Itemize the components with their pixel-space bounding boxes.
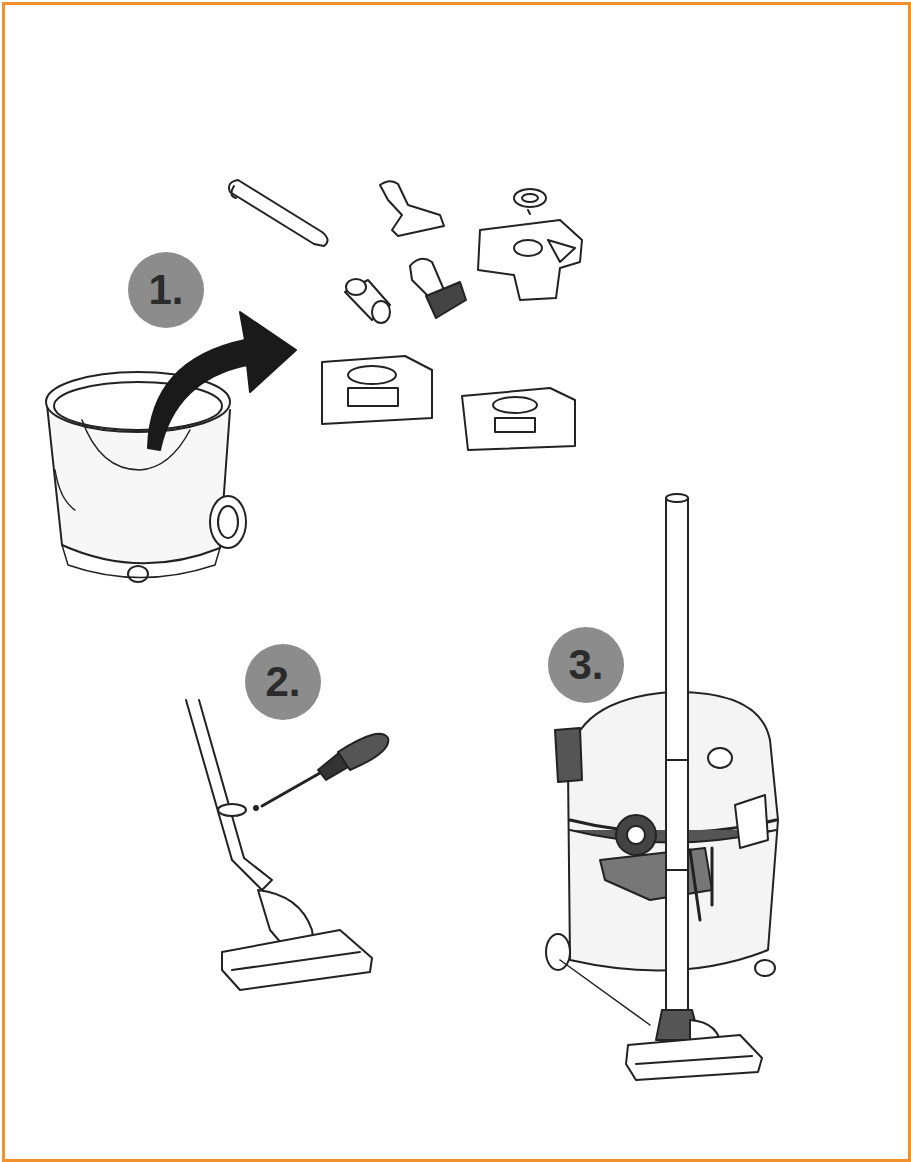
step-circle: 3. (548, 627, 624, 703)
upholstery-nozzle (380, 181, 444, 236)
crevice-tool (229, 180, 328, 246)
tube-and-nozzle (186, 700, 372, 990)
curved-arrow (148, 312, 296, 450)
step-circle: 1. (128, 252, 204, 328)
dust-bag-small (462, 388, 575, 450)
tool-holder (478, 189, 582, 300)
step-number: 1. (148, 269, 183, 311)
step-number: 2. (265, 661, 300, 703)
dust-bag-large (322, 356, 432, 424)
adapter (345, 279, 390, 323)
step-number: 3. (568, 644, 603, 686)
upright-tube (626, 494, 762, 1080)
vacuum-cleaner (546, 692, 778, 1025)
dusting-brush (410, 259, 466, 318)
step-circle: 2. (245, 644, 321, 720)
screwdriver (254, 734, 388, 810)
container-drum (46, 372, 246, 582)
